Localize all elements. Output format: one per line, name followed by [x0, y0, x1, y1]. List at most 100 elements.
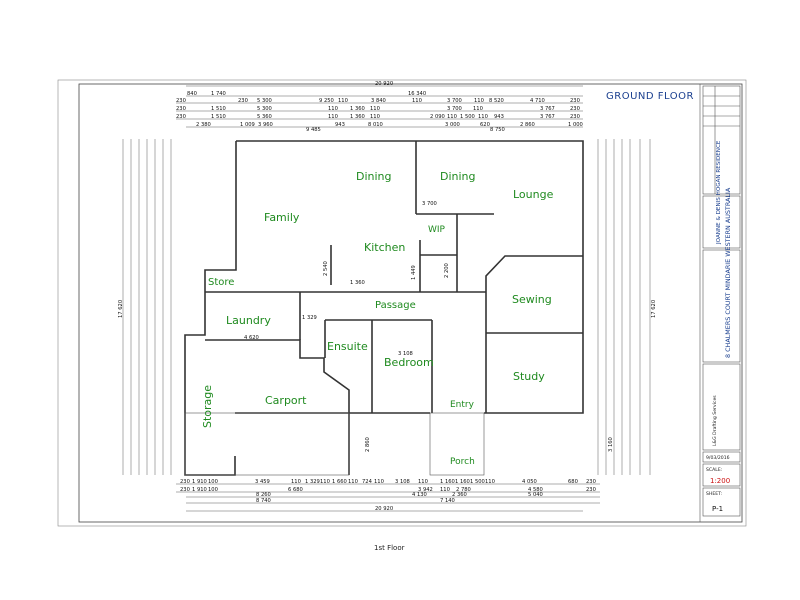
dim-t5-6: 3 000 [445, 122, 460, 128]
room-label-study: Study [513, 370, 545, 383]
sheet-outer-border [57, 79, 747, 527]
dim-interior-5: 3 700 [422, 201, 437, 207]
dim-b1-12: 110 [418, 479, 428, 485]
top-dimensions: 20 920 840 1 740 16 340 230 5 300 9 250 … [176, 81, 583, 133]
dim-t3-0: 230 [176, 106, 186, 112]
dim-t5-10: 1 000 [568, 122, 583, 128]
dim-b2-2: 100 [208, 487, 218, 493]
dim-interior-6: 4 620 [244, 335, 259, 341]
dim-b2-0: 230 [180, 487, 190, 493]
dim-t2-10: 4 710 [530, 98, 545, 104]
dim-t5-1: 1 009 [240, 122, 255, 128]
dim-b3-0: 8 260 [256, 492, 271, 498]
dim-b1-1: 1 910 [192, 479, 207, 485]
dim-t4-12: 230 [570, 114, 580, 120]
dim-t2-6: 110 [412, 98, 422, 104]
dim-t4-9: 110 [478, 114, 488, 120]
sheet-label: SHEET: [706, 491, 722, 497]
dim-t4-11: 3 767 [540, 114, 555, 120]
dim-t2-7: 3 700 [447, 98, 462, 104]
dim-t2-9: 8 520 [489, 98, 504, 104]
dim-t2-1: 5 300 [257, 98, 272, 104]
dim-b3-2: 2 360 [452, 492, 467, 498]
room-label-entry: Entry [450, 400, 475, 410]
dim-b1-15: 1 500 [470, 479, 485, 485]
dim-b1-5: 1 329 [305, 479, 320, 485]
room-label-porch: Porch [450, 457, 475, 467]
room-label-kitchen: Kitchen [364, 241, 405, 254]
dim-t5-0: 2 380 [196, 122, 211, 128]
scale-label: SCALE: [706, 467, 723, 473]
room-label-sewing: Sewing [512, 293, 552, 306]
walls [184, 140, 584, 476]
dim-t3-5: 110 [370, 106, 380, 112]
dim-b1-10: 110 [374, 479, 384, 485]
room-label-store: Store [208, 277, 234, 288]
dim-t3-2: 5 300 [257, 106, 272, 112]
dim-t2-5: 3 840 [371, 98, 386, 104]
dim-left-overall: 17 620 [118, 300, 124, 318]
client-name: JOANNE & DENIS HOGAN RESIDENCE [716, 140, 722, 245]
dim-top-row1-c: 16 340 [408, 91, 426, 97]
dim-b1-16: 110 [485, 479, 495, 485]
dim-t3-9: 230 [570, 106, 580, 112]
room-label-dining-left: Dining [356, 170, 392, 183]
dim-b4-1: 7 140 [440, 498, 455, 504]
dim-b1-6: 110 [320, 479, 330, 485]
dim-bottom-overall: 20 920 [375, 506, 393, 512]
dim-t3-6: 3 700 [447, 106, 462, 112]
dim-b1-17: 4 050 [522, 479, 537, 485]
room-label-dining-right: Dining [440, 170, 476, 183]
dim-t5-8: 2 860 [520, 122, 535, 128]
dim-b1-0: 230 [180, 479, 190, 485]
dim-t4-1: 1 510 [211, 114, 226, 120]
dim-right-overall: 17 620 [651, 300, 657, 318]
dim-t2-11: 230 [570, 98, 580, 104]
dim-t5-3: 9 485 [306, 127, 321, 133]
dim-b1-2: 100 [208, 479, 218, 485]
dim-t3-3: 110 [328, 106, 338, 112]
dim-b1-18: 680 [568, 479, 578, 485]
room-label-storage: Storage [201, 385, 214, 428]
dim-b2-3: 6 680 [288, 487, 303, 493]
dim-b4-0: 8 740 [256, 498, 271, 504]
drawing-date: 9/03/2016 [706, 455, 730, 461]
dim-b1-19: 230 [586, 479, 596, 485]
dim-t2-2: 9 250 [319, 98, 334, 104]
dim-interior-1: 1 360 [350, 280, 365, 286]
dim-b2-6: 2 780 [456, 487, 471, 493]
dim-b1-11: 3 108 [395, 479, 410, 485]
dim-top-row1-b: 1 740 [211, 91, 226, 97]
dim-t3-1: 1 510 [211, 106, 226, 112]
room-label-lounge: Lounge [513, 188, 554, 201]
dim-t3-4: 1 360 [350, 106, 365, 112]
dim-interior-0: 2 540 [323, 261, 329, 276]
site-address: 8 CHALMERS COURT MINDARIE WESTERN AUSTRA… [724, 187, 732, 358]
dim-t5-7: 620 [480, 122, 490, 128]
dim-b1-13: 1 160 [440, 479, 455, 485]
sheet-inner-border [78, 83, 743, 523]
sheet-number: P-1 [712, 505, 723, 513]
dim-t3-7: 110 [473, 106, 483, 112]
room-label-wip: WIP [428, 225, 446, 235]
dim-t4-3: 110 [328, 114, 338, 120]
dim-b2-5: 110 [440, 487, 450, 493]
dim-top-row1-a: 840 [187, 91, 197, 97]
room-label-carport: Carport [265, 394, 307, 407]
drawing-title: GROUND FLOOR [606, 91, 694, 102]
dim-t4-8: 1 500 [460, 114, 475, 120]
sheet-caption: 1st Floor [374, 544, 405, 552]
dim-b1-9: 724 [362, 479, 373, 485]
dim-t4-10: 943 [494, 114, 504, 120]
drafter-name: L&G Drafting Services [712, 395, 718, 446]
dim-t5-2: 3 960 [258, 122, 273, 128]
dim-t4-0: 230 [176, 114, 186, 120]
room-label-passage: Passage [375, 300, 416, 311]
dim-t2-3: 230 [238, 98, 248, 104]
dim-b2-1: 1 910 [192, 487, 207, 493]
dim-interior-9: 3 160 [608, 437, 614, 452]
dim-b2-7: 4 580 [528, 487, 543, 493]
dim-b1-7: 1 660 [332, 479, 347, 485]
dim-t4-5: 110 [370, 114, 380, 120]
